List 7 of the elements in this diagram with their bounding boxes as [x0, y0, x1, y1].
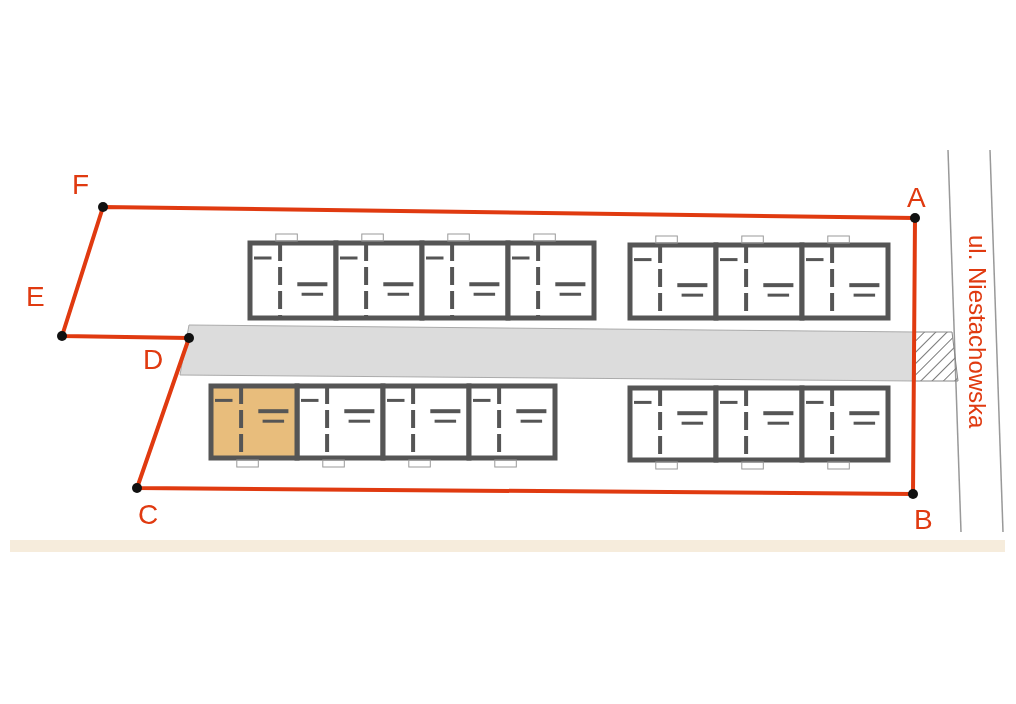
corner-letter: B [914, 505, 933, 535]
corner-letter: E [26, 282, 45, 312]
corner-letter: D [143, 345, 164, 375]
corner-letter: F [72, 170, 90, 200]
corner-letter: C [138, 500, 159, 530]
corner-letter: A [907, 183, 926, 213]
street-name: ul. Niestachowska [963, 235, 992, 429]
